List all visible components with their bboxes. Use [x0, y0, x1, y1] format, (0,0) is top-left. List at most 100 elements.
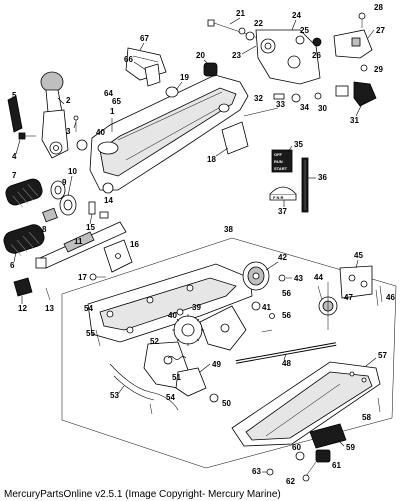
callout-36: 36: [318, 173, 327, 182]
callout-22: 22: [254, 19, 263, 28]
screw-part: [358, 12, 366, 28]
key-part: [7, 95, 23, 133]
callout-55: 55: [86, 329, 95, 338]
copyright-footer: MercuryPartsOnline v2.5.1 (Image Copyrig…: [4, 489, 281, 500]
pad-part: [309, 423, 347, 449]
friction-knob: [335, 81, 377, 107]
callout-3: 3: [66, 127, 71, 136]
callout-40b: 40: [168, 311, 177, 320]
callout-44: 44: [314, 273, 323, 282]
sleeve-part: [42, 207, 58, 223]
shift-lever: [41, 109, 69, 159]
knob-bolt: [305, 449, 331, 477]
mode-decal: OFF RUN START: [271, 149, 293, 173]
callout-50: 50: [222, 399, 231, 408]
callout-37: 37: [278, 207, 287, 216]
callout-15: 15: [86, 223, 95, 232]
callout-29: 29: [374, 65, 383, 74]
callout-56b: 56: [282, 289, 291, 298]
callout-52: 52: [150, 337, 159, 346]
callout-54b: 54: [166, 393, 175, 402]
callout-66: 66: [124, 55, 133, 64]
callout-33: 33: [276, 100, 285, 109]
bottom-cover: [231, 361, 381, 447]
swivel-bracket: [255, 29, 321, 85]
callout-41: 41: [262, 303, 271, 312]
callout-42: 42: [278, 253, 287, 262]
callout-9: 9: [62, 178, 67, 187]
long-shaft: [235, 342, 337, 364]
callout-16: 16: [130, 240, 139, 249]
throttle-grip-upper: [5, 178, 43, 208]
callout-60: 60: [292, 443, 301, 452]
decal-label-start: START: [274, 166, 288, 171]
cap-part: [102, 182, 114, 194]
callout-18: 18: [207, 155, 216, 164]
callout-39: 39: [192, 303, 201, 312]
callout-54: 54: [84, 304, 93, 313]
throttle-shaft: [35, 221, 127, 269]
callout-4: 4: [12, 152, 17, 161]
callout-67: 67: [140, 34, 149, 43]
callout-56: 56: [282, 311, 291, 320]
callout-59: 59: [346, 443, 355, 452]
mounting-base-plate: [87, 263, 253, 343]
callout-12: 12: [18, 304, 27, 313]
callout-40: 40: [96, 128, 105, 137]
gear-decal-label: F N R: [273, 195, 284, 200]
throttle-grip-lower: [3, 224, 45, 256]
callout-58: 58: [362, 413, 371, 422]
assembly-outline: [61, 237, 397, 469]
callout-38: 38: [224, 225, 233, 234]
callout-53: 53: [110, 391, 119, 400]
callout-6: 6: [10, 261, 15, 270]
callout-19: 19: [180, 73, 189, 82]
callout-49: 49: [212, 360, 221, 369]
callout-8: 8: [42, 225, 47, 234]
switch-cover: [221, 121, 249, 155]
callout-62: 62: [286, 477, 295, 486]
callout-5: 5: [12, 91, 17, 100]
spacer-part: [76, 139, 88, 151]
callout-10: 10: [68, 167, 77, 176]
shift-knob: [40, 71, 64, 113]
callout-65: 65: [112, 97, 121, 106]
decal-strip: [301, 157, 309, 213]
callout-35: 35: [294, 140, 303, 149]
cable-bracket: [339, 265, 373, 299]
callout-2: 2: [66, 96, 71, 105]
gear-sector: [172, 314, 204, 346]
screw-part: [89, 273, 106, 281]
callout-47: 47: [344, 293, 353, 302]
callout-17: 17: [78, 273, 87, 282]
callout-45: 45: [354, 251, 363, 260]
callout-32: 32: [254, 94, 263, 103]
callout-61: 61: [332, 461, 341, 470]
shift-gear: [199, 305, 247, 351]
end-cap: [13, 277, 33, 297]
callout-7: 7: [12, 171, 17, 180]
bolt-part: [18, 132, 36, 140]
link-arm: [175, 367, 207, 397]
grommet-part: [312, 37, 322, 47]
callout-51: 51: [172, 373, 181, 382]
callout-11: 11: [74, 237, 83, 246]
callout-21: 21: [236, 9, 245, 18]
callout-20: 20: [196, 51, 205, 60]
spring-part: [167, 356, 187, 360]
callout-57: 57: [378, 351, 387, 360]
callout-28: 28: [374, 3, 383, 12]
callout-48: 48: [282, 359, 291, 368]
spur-gear: [318, 282, 338, 330]
callout-34: 34: [300, 103, 309, 112]
callout-31: 31: [350, 116, 359, 125]
exploded-parts-diagram: OFF RUN START F N R: [3, 3, 397, 486]
cap-part: [203, 62, 218, 77]
gear-decal: F N R: [269, 186, 297, 201]
callout-30: 30: [318, 104, 327, 113]
callout-43: 43: [294, 274, 303, 283]
tiller-handle-housing: [89, 74, 249, 191]
callout-14: 14: [104, 196, 113, 205]
callout-1: 1: [110, 107, 115, 116]
callout-27: 27: [376, 26, 385, 35]
